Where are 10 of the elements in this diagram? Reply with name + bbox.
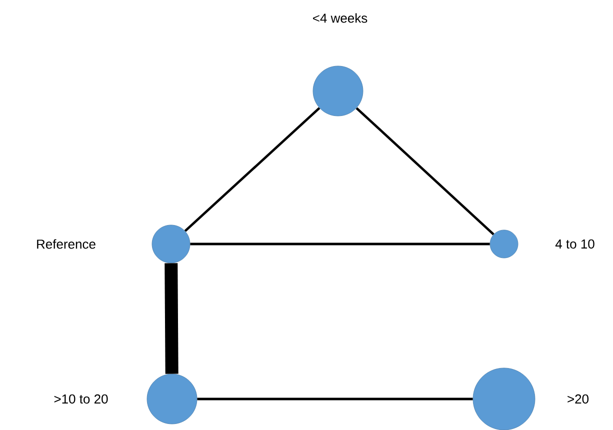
node-label: >10 to 20 xyxy=(54,394,108,404)
node-label: <4 weeks xyxy=(313,13,368,23)
network-edge xyxy=(190,242,490,246)
node-label: Reference xyxy=(37,239,96,249)
node-label: 4 to 10 xyxy=(555,239,594,249)
network-edge xyxy=(164,263,178,374)
network-edge xyxy=(356,107,494,236)
node-label: >20 xyxy=(568,394,589,404)
network-edge xyxy=(184,107,320,232)
network-edge xyxy=(197,398,473,400)
